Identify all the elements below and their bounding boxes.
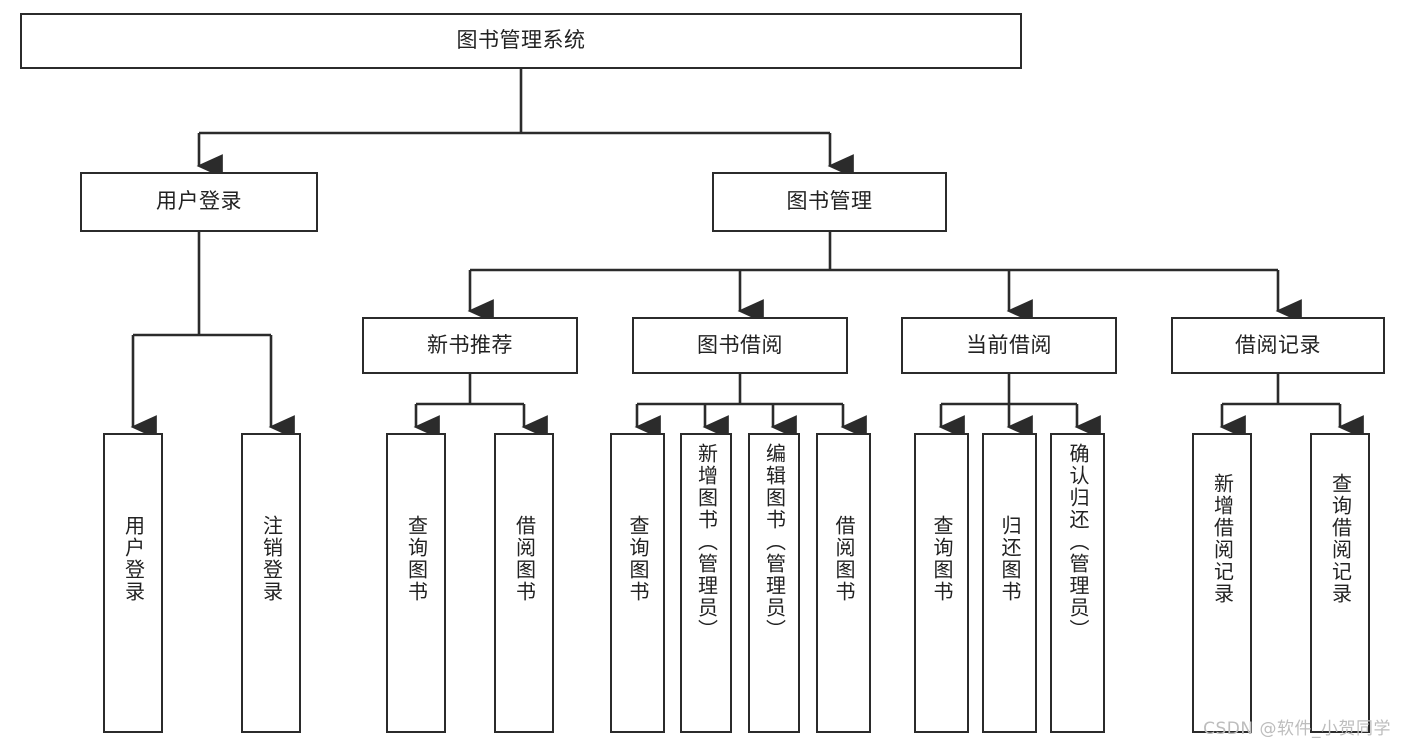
- node-label: 新增图书（管理员）: [694, 443, 719, 641]
- node-user-login[interactable]: 用户登录: [80, 172, 318, 232]
- node-label: 用户登录: [156, 189, 242, 214]
- node-label: 查询图书: [930, 515, 954, 603]
- node-book-borrow[interactable]: 图书借阅: [632, 317, 848, 374]
- node-label: 注销登录: [259, 515, 284, 603]
- node-label: 当前借阅: [966, 332, 1052, 357]
- node-leaf-edit-book-admin[interactable]: 编辑图书（管理员）: [748, 433, 800, 733]
- node-leaf-add-borrow-record[interactable]: 新增借阅记录: [1192, 433, 1252, 733]
- node-leaf-borrow-book-recommend[interactable]: 借阅图书: [494, 433, 554, 733]
- node-label: 查询图书: [404, 515, 429, 603]
- node-root-library-system[interactable]: 图书管理系统: [20, 13, 1022, 69]
- node-label: 借阅图书: [512, 515, 537, 603]
- node-label: 新书推荐: [427, 332, 513, 357]
- node-borrow-record[interactable]: 借阅记录: [1171, 317, 1385, 374]
- node-leaf-add-book-admin[interactable]: 新增图书（管理员）: [680, 433, 732, 733]
- node-label: 借阅图书: [832, 515, 856, 603]
- node-leaf-query-book-recommend[interactable]: 查询图书: [386, 433, 446, 733]
- node-label: 借阅记录: [1235, 332, 1321, 357]
- node-leaf-query-book-borrow[interactable]: 查询图书: [610, 433, 665, 733]
- node-new-book-recommend[interactable]: 新书推荐: [362, 317, 578, 374]
- csdn-watermark: CSDN @软件_小贺同学: [1203, 719, 1391, 739]
- node-book-management[interactable]: 图书管理: [712, 172, 947, 232]
- node-leaf-query-borrow-record[interactable]: 查询借阅记录: [1310, 433, 1370, 733]
- node-label: 归还图书: [998, 515, 1022, 603]
- node-label: 查询图书: [626, 515, 650, 603]
- node-label: 新增借阅记录: [1210, 473, 1235, 605]
- node-label: 图书管理: [786, 189, 873, 214]
- node-label: 查询借阅记录: [1328, 473, 1353, 605]
- node-leaf-borrow-book[interactable]: 借阅图书: [816, 433, 871, 733]
- node-leaf-logout[interactable]: 注销登录: [241, 433, 301, 733]
- node-label: 用户登录: [121, 515, 146, 603]
- node-leaf-user-login[interactable]: 用户登录: [103, 433, 163, 733]
- node-leaf-confirm-return-admin[interactable]: 确认归还（管理员）: [1050, 433, 1105, 733]
- node-label: 图书借阅: [697, 332, 783, 357]
- node-leaf-return-book[interactable]: 归还图书: [982, 433, 1037, 733]
- node-label: 确认归还（管理员）: [1066, 443, 1090, 641]
- node-label: 图书管理系统: [456, 28, 586, 53]
- node-label: 编辑图书（管理员）: [762, 443, 787, 641]
- node-current-borrow[interactable]: 当前借阅: [901, 317, 1117, 374]
- node-leaf-query-book-current[interactable]: 查询图书: [914, 433, 969, 733]
